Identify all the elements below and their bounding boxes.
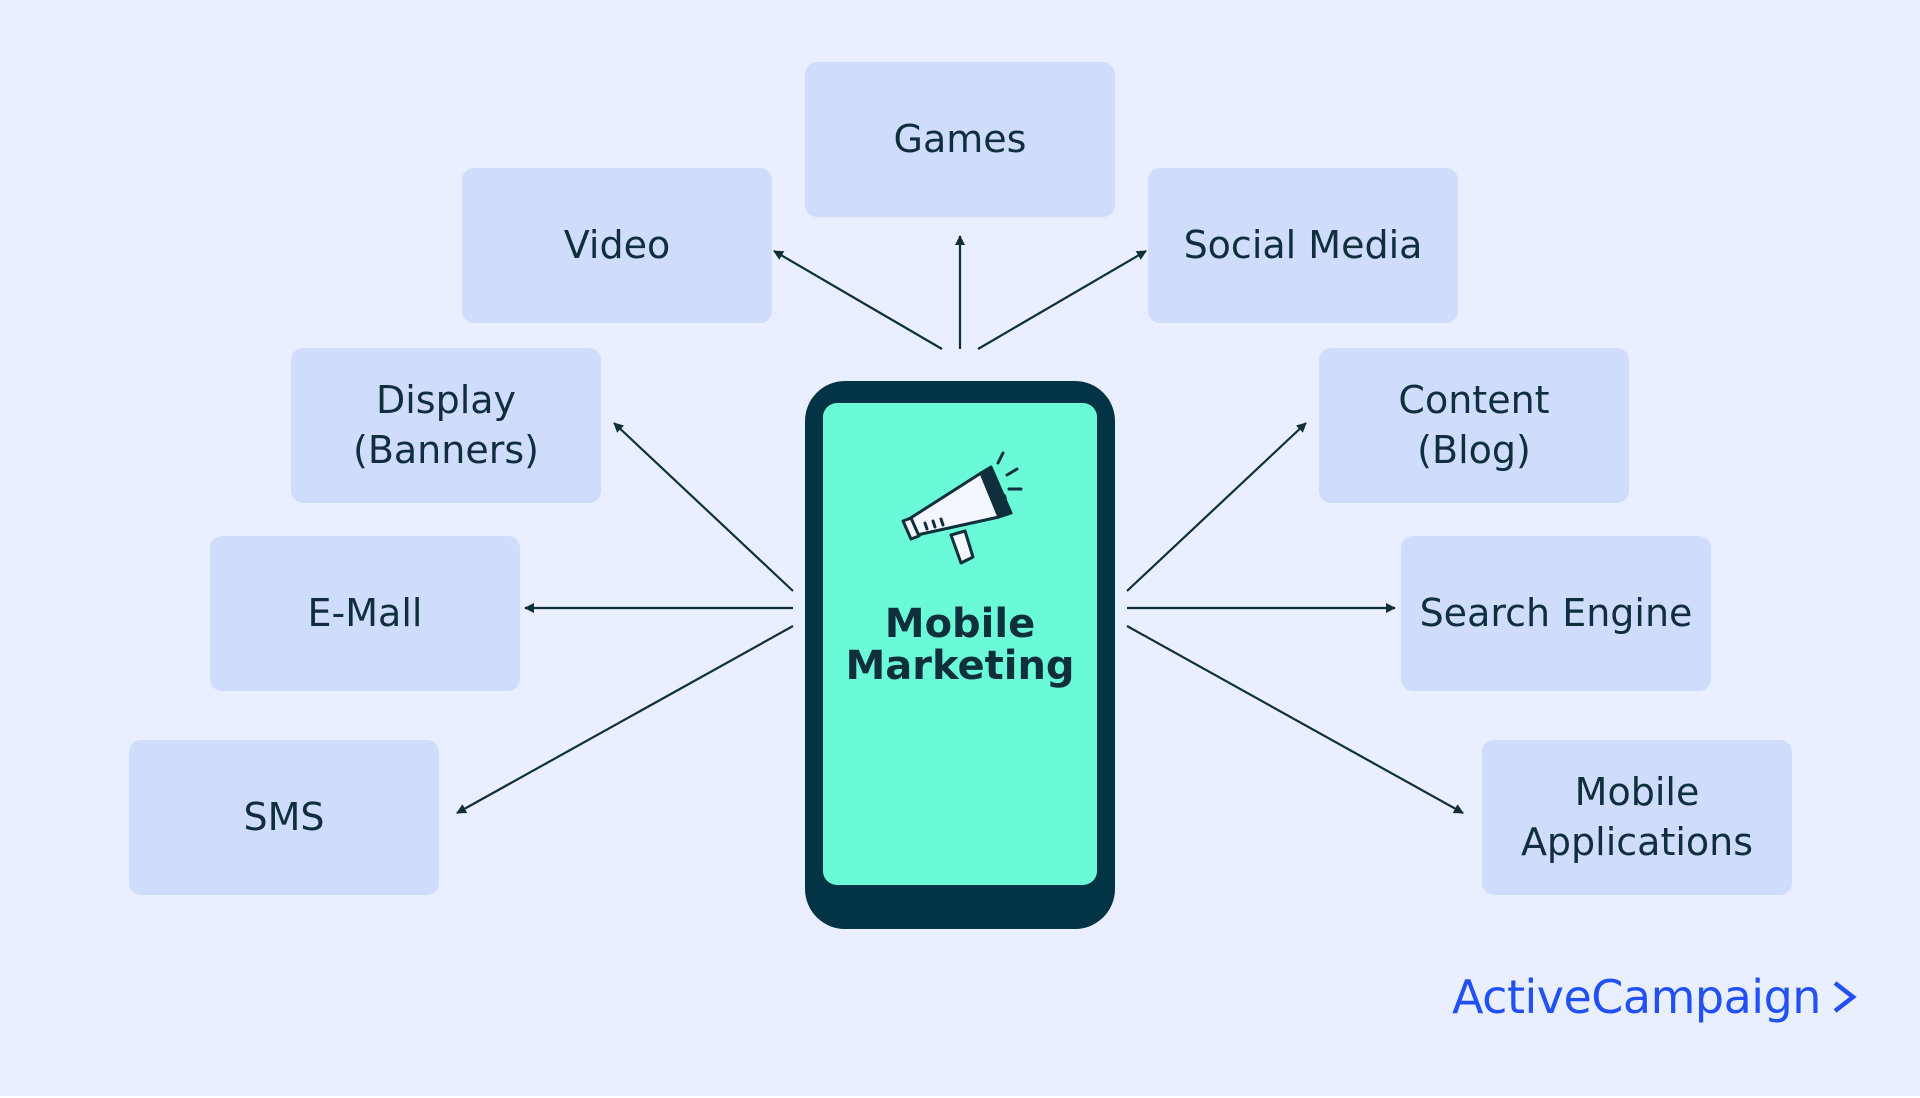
channel-label: Games [893,116,1027,161]
center-title-line2: Marketing [845,643,1075,689]
arrow-to-mobile-applications [1126,625,1464,814]
chevron-right-icon [1833,981,1857,1013]
channel-video: Video [462,168,772,323]
channel-label-line1: Mobile [1574,770,1700,815]
center-title-line1: Mobile [884,601,1036,647]
channel-email: E-Mall [210,536,520,691]
channel-content: Content (Blog) [1319,348,1629,503]
channel-social-media: Social Media [1148,168,1458,323]
megaphone-icon [901,451,1023,565]
channel-label-line2: (Banners) [353,427,539,472]
arrow-to-sms [456,625,794,814]
channel-label-line1: Content [1398,378,1550,423]
channel-label: Search Engine [1419,590,1693,635]
channel-label: E-Mall [307,590,423,635]
channel-sms: SMS [129,740,439,895]
channel-mobile-applications: Mobile Applications [1482,740,1792,895]
phone-screen: Mobile Marketing [823,403,1097,885]
channel-display: Display (Banners) [291,348,601,503]
channel-label: SMS [243,794,325,839]
bottom-edge [0,1096,1920,1098]
arrow-to-content [1126,422,1307,592]
arrow-to-video [773,250,943,350]
channel-label-line2: Applications [1520,819,1754,864]
channel-label: Video [563,222,671,267]
phone-device: Mobile Marketing [805,381,1115,929]
channel-search-engine: Search Engine [1401,536,1711,691]
arrow-to-display [613,422,794,592]
channel-label-line1: Display [375,378,517,423]
center-title: Mobile Marketing [823,603,1097,687]
channel-label-line2: (Blog) [1417,427,1531,472]
channel-label: Social Media [1183,222,1423,267]
brand-logo: ActiveCampaign [1452,970,1859,1024]
brand-name: ActiveCampaign [1452,970,1821,1024]
channel-games: Games [805,62,1115,217]
arrow-to-social-media [977,250,1147,350]
